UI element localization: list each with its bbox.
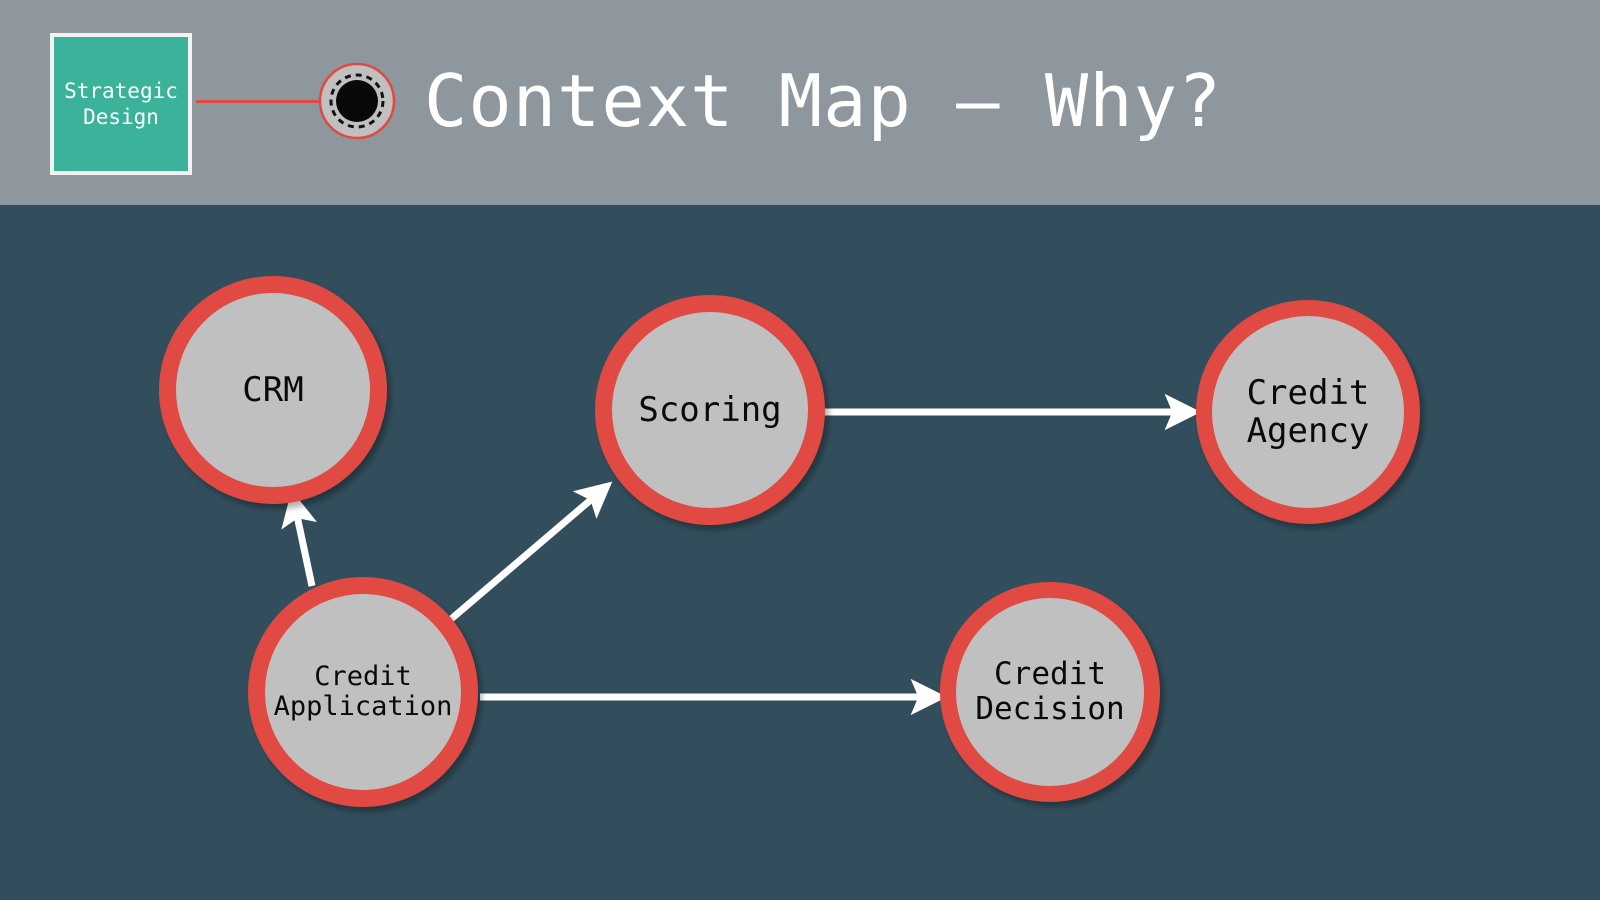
context-map-edges bbox=[281, 393, 1202, 716]
context-node-scoring[interactable]: Scoring bbox=[595, 295, 825, 525]
context-node-label: Credit Application bbox=[273, 660, 453, 722]
chapter-badge: Strategic Design bbox=[50, 33, 192, 175]
bullet-target-icon bbox=[318, 62, 396, 140]
context-node-credit-decision[interactable]: Credit Decision bbox=[940, 582, 1160, 802]
context-node-credit-agency[interactable]: Credit Agency bbox=[1196, 300, 1420, 524]
context-node-label: Credit Agency bbox=[1246, 372, 1370, 451]
chapter-connector-line bbox=[196, 100, 322, 103]
edge-app-to-scoring bbox=[447, 481, 613, 623]
page-title: Context Map – Why? bbox=[424, 59, 1223, 143]
slide-header: Strategic Design Context Map – Why? bbox=[0, 0, 1600, 205]
edge-app-to-crm bbox=[281, 490, 317, 587]
context-node-label: Credit Decision bbox=[975, 656, 1125, 727]
context-node-crm[interactable]: CRM bbox=[159, 276, 387, 504]
context-node-label: CRM bbox=[242, 369, 304, 410]
chapter-badge-label: Strategic Design bbox=[64, 79, 178, 129]
context-node-credit-application[interactable]: Credit Application bbox=[248, 577, 478, 807]
context-node-label: Scoring bbox=[638, 389, 782, 430]
